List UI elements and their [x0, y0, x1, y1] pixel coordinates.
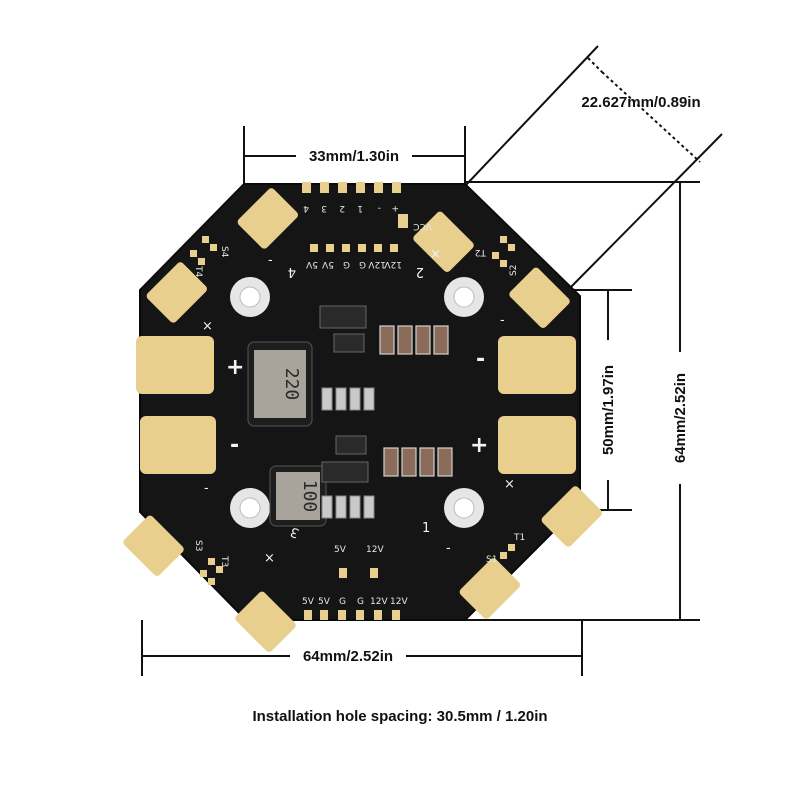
top-pin-1: 1 — [357, 203, 363, 213]
signal-s1: S1 — [486, 555, 497, 565]
pad-batt-left-minus — [140, 416, 216, 474]
top-label-12v-b: 12V — [368, 259, 386, 269]
bottom-label-g-b: G — [357, 597, 364, 607]
top-label-5v-b: 5V — [305, 259, 318, 269]
signal-t1: T1 — [513, 533, 525, 543]
silk-cross-ll: × — [264, 551, 275, 566]
dim-inner-height: 50mm/1.97in — [600, 365, 617, 455]
top-pin-4: 4 — [303, 203, 309, 213]
signal-s2: S2 — [509, 265, 519, 276]
pad-m1-a — [541, 486, 602, 547]
motor-number-4: 4 — [288, 264, 296, 279]
pad-batt-left-plus — [136, 336, 214, 394]
signal-t4: T4 — [193, 265, 203, 277]
signal-s3: S3 — [193, 540, 203, 551]
jumper-label-12v: 12V — [366, 545, 384, 555]
silk-plus-right: + — [470, 433, 488, 458]
mounting-holes — [230, 277, 484, 528]
bottom-header-pads — [304, 568, 400, 620]
dim-top-width: 33mm/1.30in — [309, 148, 399, 165]
pad-m3-b — [235, 591, 296, 652]
inductor-220: 220 — [247, 341, 313, 427]
pad-m3-a — [123, 515, 184, 576]
bottom-label-12v-a: 12V — [370, 597, 388, 607]
vcc-label: VCC — [413, 221, 432, 231]
top-label-5v-a: 5V — [321, 259, 334, 269]
top-header-pads — [302, 182, 401, 252]
jumper-label-5v: 5V — [334, 545, 347, 555]
silk-minus-ll: - — [204, 481, 209, 496]
bottom-label-g-a: G — [339, 597, 346, 607]
silk-cross-ur: × — [430, 247, 441, 262]
signal-t2: T2 — [475, 247, 487, 257]
pad-m2-a — [413, 211, 474, 272]
silk-minus-ur: - — [500, 313, 505, 328]
pad-batt-right-plus — [498, 416, 576, 474]
dim-total-height: 64mm/2.52in — [672, 373, 689, 463]
inductor-100: 100 — [269, 465, 327, 527]
bottom-label-12v-b: 12V — [390, 597, 408, 607]
silk-minus-ul: - — [268, 253, 273, 268]
silk-cross-ul: × — [202, 319, 213, 334]
silk-cross-lr: × — [504, 477, 515, 492]
signal-pads — [190, 236, 515, 585]
pad-batt-right-minus — [498, 336, 576, 394]
smd-components — [319, 305, 453, 519]
pad-m4-a — [237, 188, 298, 249]
motor-number-2: 2 — [416, 264, 424, 279]
top-label-g-b: G — [343, 259, 350, 269]
silk-minus-lr: - — [446, 541, 451, 556]
silk-minus-right: - — [476, 347, 485, 372]
top-pin-3: 3 — [321, 203, 327, 213]
dim-diagonal: 22.627mm/0.89in — [581, 94, 700, 111]
inductor-220-label: 220 — [281, 368, 302, 401]
dimension-lines — [141, 45, 723, 676]
bottom-label-5v-b: 5V — [318, 597, 331, 607]
inductor-100-label: 100 — [299, 480, 320, 513]
top-pin-minus: - — [378, 203, 381, 213]
silk-plus-left: + — [226, 355, 244, 380]
silk-minus-left: - — [230, 433, 239, 458]
top-pin-plus: + — [391, 203, 399, 213]
pcb-board: + - 1 2 3 4 12V 12V G G 5V 5V VCC 5V 5V … — [123, 182, 602, 652]
pad-m4-b — [146, 262, 207, 323]
signal-s4: S4 — [219, 246, 229, 258]
caption: Installation hole spacing: 30.5mm / 1.20… — [252, 708, 548, 725]
bottom-label-5v-a: 5V — [302, 597, 315, 607]
top-label-12v-a: 12V — [384, 259, 402, 269]
motor-number-1: 1 — [422, 521, 430, 536]
pad-m2-b — [509, 267, 570, 328]
dim-total-width: 64mm/2.52in — [303, 648, 393, 665]
signal-t3: T3 — [219, 555, 229, 567]
top-label-g-a: G — [359, 259, 366, 269]
top-pin-2: 2 — [339, 203, 345, 213]
